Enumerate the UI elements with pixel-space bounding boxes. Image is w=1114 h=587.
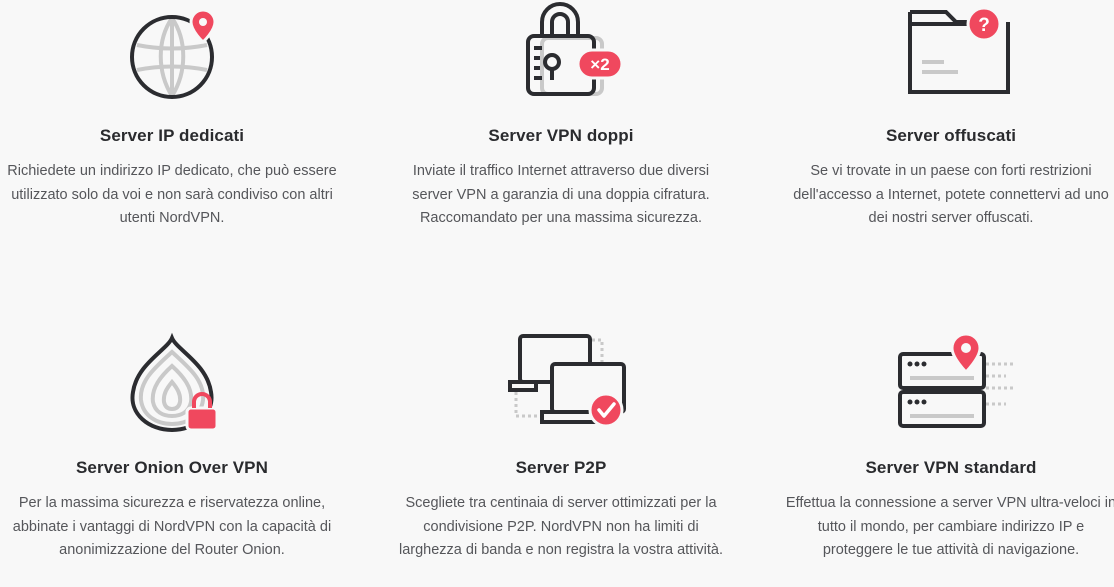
- feature-double-vpn: ×2 Server VPN doppi Inviate il traffico …: [391, 0, 731, 231]
- feature-title: Server offuscati: [885, 126, 1017, 145]
- feature-description: Inviate il traffico Internet attraverso …: [412, 163, 710, 226]
- feature-dedicated-ip: Server IP dedicati Richiedete un indiriz…: [2, 0, 342, 231]
- feature-description: Se vi trovate in un paese con forti rest…: [793, 163, 1109, 226]
- laptops-check-icon: [508, 334, 626, 428]
- feature-title: Server VPN standard: [865, 458, 1037, 477]
- feature-title: Server IP dedicati: [99, 126, 245, 145]
- folder-question-icon: ?: [908, 6, 1010, 94]
- feature-description: Richiedete un indirizzo IP dedicato, che…: [7, 163, 337, 226]
- feature-description: Scegliete tra centinaia di server ottimi…: [398, 495, 724, 558]
- globe-pin-icon: [130, 8, 217, 99]
- feature-obfuscated: ? Server offuscati Se vi trovate in un p…: [781, 0, 1114, 231]
- feature-title: Server VPN doppi: [488, 126, 634, 145]
- server-pin-icon: [898, 332, 1014, 428]
- feature-onion-over-vpn: Server Onion Over VPN Per la massima sic…: [2, 332, 342, 563]
- feature-description: Per la massima sicurezza e riservatezza …: [12, 495, 332, 558]
- question-badge: ?: [978, 15, 990, 36]
- feature-title: Server Onion Over VPN: [75, 458, 268, 477]
- feature-title: Server P2P: [515, 458, 607, 477]
- double-padlock-icon: ×2: [526, 2, 624, 96]
- feature-standard-vpn: Server VPN standard Effettua la connessi…: [781, 332, 1114, 563]
- onion-lock-icon: [130, 332, 219, 432]
- feature-description: Effettua la connessione a server VPN ult…: [785, 495, 1114, 558]
- feature-p2p: Server P2P Scegliete tra centinaia di se…: [391, 332, 731, 563]
- double-badge: ×2: [590, 55, 609, 74]
